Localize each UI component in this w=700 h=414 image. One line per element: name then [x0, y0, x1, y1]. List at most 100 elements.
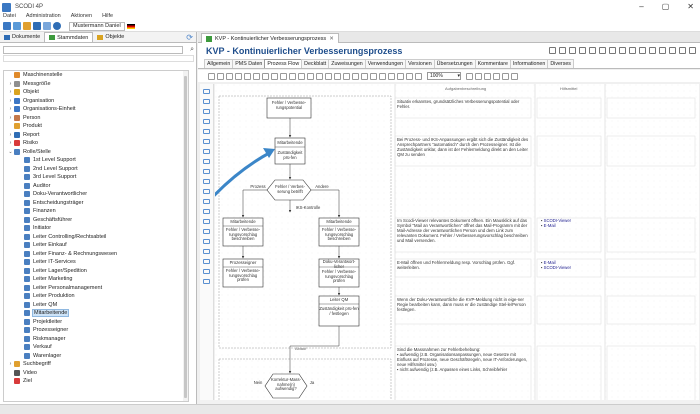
palette-text-icon[interactable]: [203, 189, 210, 194]
tree-item[interactable]: Prozesseigner: [4, 326, 188, 335]
tree-item[interactable]: Leiter Einkauf: [4, 241, 188, 250]
align-right-icon[interactable]: [307, 72, 314, 80]
tree-item[interactable]: Produkt: [4, 122, 188, 131]
line-color-icon[interactable]: [334, 72, 341, 80]
shape-task-label[interactable]: Zuständigkeit prü-fen / festlegen: [319, 306, 359, 316]
bold-icon[interactable]: [262, 72, 269, 80]
palette-lane-icon[interactable]: [203, 239, 210, 244]
expand-arrow-icon[interactable]: ›: [9, 80, 12, 87]
tree-item[interactable]: ›Organisations-Einheit: [4, 105, 188, 114]
arrange-icon[interactable]: [352, 72, 359, 80]
menu-aktionen[interactable]: Aktionen: [70, 13, 93, 19]
tree-item[interactable]: Auditor: [4, 182, 188, 191]
subtab[interactable]: Deckblatt: [301, 59, 330, 68]
underline-icon[interactable]: [280, 72, 287, 80]
tree-item[interactable]: Leiter Personalmanagement: [4, 284, 188, 293]
palette-end-icon[interactable]: [203, 129, 210, 134]
tree-item[interactable]: ›Suchbegriff: [4, 360, 188, 369]
subtab[interactable]: Informationen: [509, 59, 549, 68]
tree-item[interactable]: Leiter IT-Services: [4, 258, 188, 267]
lane-icon[interactable]: [397, 72, 404, 80]
mail-icon[interactable]: [639, 47, 646, 54]
tree-item[interactable]: Ziel: [4, 377, 188, 386]
palette-group-icon[interactable]: [203, 249, 210, 254]
structure-icon[interactable]: [13, 22, 21, 30]
subtab[interactable]: Prozess Flow: [264, 59, 303, 68]
user-selector[interactable]: Mustermann Daniel: [69, 21, 125, 31]
search-input[interactable]: ⌕: [3, 46, 194, 54]
maximize-icon[interactable]: ▢: [661, 2, 670, 11]
palette-arrow-icon[interactable]: [203, 179, 210, 184]
tree-item[interactable]: Maschinenstelle: [4, 71, 188, 80]
zoom-out-icon[interactable]: [475, 72, 482, 80]
canvas-h-scrollbar[interactable]: [200, 400, 699, 404]
link-icon[interactable]: [511, 72, 518, 80]
subtab[interactable]: Verwendungen: [364, 59, 407, 68]
tree-item[interactable]: ⌄Rolle/Stelle: [4, 148, 188, 157]
decision-label[interactable]: Korrektur-Mass-nahme(n) aufwendig?: [271, 377, 302, 392]
close-icon[interactable]: ✕: [687, 2, 694, 11]
palette-process-icon[interactable]: [203, 89, 210, 94]
snap-icon[interactable]: [388, 72, 395, 80]
layer-icon[interactable]: [370, 72, 377, 80]
favorite-icon[interactable]: [23, 22, 31, 30]
tree-item[interactable]: ›Objekt: [4, 88, 188, 97]
tab-stammdaten[interactable]: Stammdaten: [44, 32, 94, 42]
refresh-icon[interactable]: ⟳: [186, 33, 193, 42]
tree-item[interactable]: 1st Level Support: [4, 156, 188, 165]
list-item[interactable]: ▪ SCODI-Viewer: [541, 218, 572, 223]
subtab[interactable]: Übersetzungen: [433, 59, 476, 68]
tree-item[interactable]: Leiter Produktion: [4, 292, 188, 301]
palette-subprocess-icon[interactable]: [203, 199, 210, 204]
fullscreen-icon[interactable]: [493, 72, 500, 80]
subtab[interactable]: Kommentare: [474, 59, 511, 68]
tab-dokumente[interactable]: Dokumente: [0, 32, 44, 42]
align-left-icon[interactable]: [289, 72, 296, 80]
shape-role-label[interactable]: Doku-Verantwort-licher: [322, 259, 356, 269]
align-center-icon[interactable]: [298, 72, 305, 80]
expand-arrow-icon[interactable]: ⌄: [8, 148, 13, 155]
minimize-icon[interactable]: –: [639, 2, 644, 11]
palette-data-icon[interactable]: [203, 149, 210, 154]
copy-icon[interactable]: [569, 47, 576, 54]
tree-item[interactable]: Mitarbeitende: [4, 309, 188, 318]
help-icon[interactable]: [689, 47, 696, 54]
list-icon[interactable]: [659, 47, 666, 54]
fit-icon[interactable]: [484, 72, 491, 80]
tree-item[interactable]: Doku-Verantwortlicher: [4, 190, 188, 199]
text-color-icon[interactable]: [316, 72, 323, 80]
expand-arrow-icon[interactable]: ›: [9, 131, 12, 138]
list-item[interactable]: ▪ E-Mail: [541, 260, 556, 265]
tree-item[interactable]: Riskmanager: [4, 335, 188, 344]
palette-misc-icon[interactable]: [203, 279, 210, 284]
menu-administration[interactable]: Administration: [25, 13, 61, 19]
list-item[interactable]: ▪ E-Mail: [541, 223, 556, 228]
tree-item[interactable]: 3rd Level Support: [4, 173, 188, 182]
palette-image-icon[interactable]: [203, 219, 210, 224]
tree-item[interactable]: ›Person: [4, 114, 188, 123]
shape-icon[interactable]: [415, 72, 422, 80]
tree-item[interactable]: Geschäftsführer: [4, 216, 188, 225]
tree-item[interactable]: Finanzen: [4, 207, 188, 216]
palette-document-icon[interactable]: [203, 139, 210, 144]
expand-arrow-icon[interactable]: ›: [9, 106, 12, 113]
tree-item[interactable]: ›Organisation: [4, 97, 188, 106]
tree-item[interactable]: Initiator: [4, 224, 188, 233]
delete-icon[interactable]: [679, 47, 686, 54]
shape-role-label[interactable]: Mitarbeitende: [230, 219, 256, 224]
subtab[interactable]: Zuweisungen: [328, 59, 366, 68]
list-icon[interactable]: [43, 22, 51, 30]
redo-icon[interactable]: [217, 72, 224, 80]
subtab[interactable]: Diverses: [547, 59, 574, 68]
tree-item[interactable]: Leiter Marketing: [4, 275, 188, 284]
help-icon[interactable]: [53, 22, 61, 30]
scrollbar-thumb[interactable]: [184, 76, 187, 398]
tree-item[interactable]: ›Messgröße: [4, 80, 188, 89]
document-tab[interactable]: KVP - Kontinuierlicher Verbesserungsproz…: [201, 33, 339, 43]
tree-item[interactable]: ›Risiko: [4, 139, 188, 148]
subtab[interactable]: Versionen: [405, 59, 435, 68]
shape-role-label[interactable]: Mitarbeitende: [326, 219, 352, 224]
palette-start-icon[interactable]: [203, 119, 210, 124]
home-icon[interactable]: [3, 22, 11, 30]
close-tab-icon[interactable]: ✕: [329, 35, 334, 42]
